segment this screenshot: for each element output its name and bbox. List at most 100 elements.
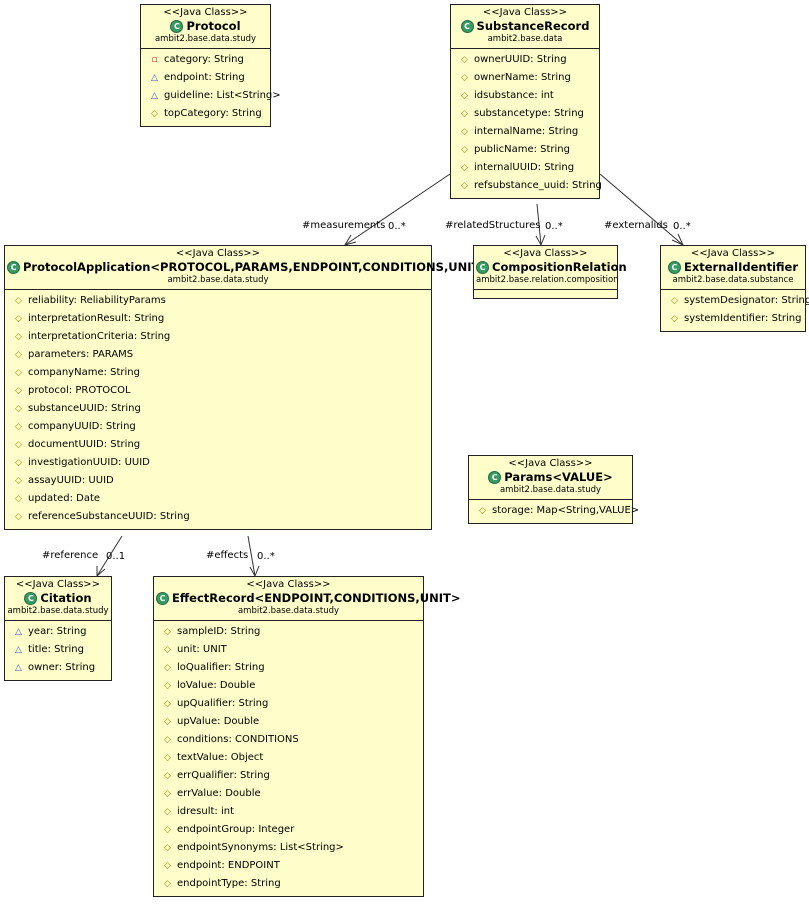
field-row[interactable]: ◇ownerName: String <box>451 69 599 87</box>
field-row[interactable]: ◇publicName: String <box>451 141 599 159</box>
field-row[interactable]: ◇protocol: PROTOCOL <box>5 382 431 400</box>
field-row[interactable]: ◇updated: Date <box>5 490 431 508</box>
field-text: companyName: String <box>28 367 140 378</box>
field-row[interactable]: ◇textValue: Object <box>154 749 423 767</box>
field-row[interactable]: ◇internalName: String <box>451 123 599 141</box>
field-text: upValue: Double <box>177 716 260 727</box>
field-row[interactable]: ◇endpoint: ENDPOINT <box>154 857 423 875</box>
field-row[interactable]: △endpoint: String <box>141 69 270 87</box>
field-text: internalName: String <box>474 126 579 137</box>
field-row[interactable]: ◇systemIdentifier: String <box>661 310 805 328</box>
package-visibility-icon: ◇ <box>461 73 468 83</box>
field-row[interactable]: △ title: String <box>5 641 111 659</box>
field-row[interactable]: ▫category: String <box>141 51 270 69</box>
field-row[interactable]: ◇interpretationCriteria: String <box>5 328 431 346</box>
field-row[interactable]: ◇errQualifier: String <box>154 767 423 785</box>
field-row[interactable]: △owner: String <box>5 659 111 677</box>
field-text: guideline: List<String> <box>164 90 281 101</box>
field-row[interactable]: ◇unit: UNIT <box>154 641 423 659</box>
field-row[interactable]: ◇companyName: String <box>5 364 431 382</box>
package-visibility-icon: ◇ <box>15 350 22 360</box>
package-visibility-icon: ◇ <box>164 807 171 817</box>
class-name-text: SubstanceRecord <box>476 19 590 33</box>
field-text: errValue: Double <box>177 788 261 799</box>
field-row[interactable]: ◇ endpointType: String <box>154 875 423 893</box>
field-row[interactable]: △year: String <box>5 623 111 641</box>
field-row[interactable]: ◇substancetype: String <box>451 105 599 123</box>
field-text: endpoint: ENDPOINT <box>177 860 280 871</box>
field-row[interactable]: ◇endpointGroup: Integer <box>154 821 423 839</box>
stereotype: <<Java Class>> <box>175 248 261 259</box>
field-text: title: String <box>28 644 84 655</box>
field-text: year: String <box>28 626 87 637</box>
field-row[interactable]: ◇systemDesignator: String <box>661 292 809 310</box>
package-visibility-icon: ◇ <box>461 91 468 101</box>
field-row[interactable]: ◇loQualifier: String <box>154 659 423 677</box>
field-row[interactable]: ◇investigationUUID: UUID <box>5 454 431 472</box>
field-row[interactable]: ◇internalUUID: String <box>451 159 599 177</box>
field-text: storage: Map<String,VALUE> <box>492 505 640 516</box>
field-row[interactable]: ◇upValue: Double <box>154 713 423 731</box>
field-text: substanceUUID: String <box>28 403 141 414</box>
class-package: ambit2.base.relation.composition <box>476 275 619 285</box>
field-text: updated: Date <box>28 493 101 504</box>
package-visibility-icon: ◇ <box>151 109 158 119</box>
field-row[interactable]: ◇storage: Map<String,VALUE> <box>469 502 639 520</box>
package-visibility-icon: ◇ <box>164 879 171 889</box>
package-visibility-icon: ◇ <box>461 163 468 173</box>
field-row[interactable]: ◇ parameters: PARAMS <box>5 346 431 364</box>
protected-visibility-icon: △ <box>15 645 22 655</box>
field-row[interactable]: ◇refsubstance_uuid: String <box>451 177 602 195</box>
field-list <box>474 290 617 298</box>
field-row[interactable]: ◇topCategory: String <box>141 105 270 123</box>
field-text: loValue: Double <box>177 680 256 691</box>
field-text: parameters: PARAMS <box>28 349 134 360</box>
field-text: assayUUID: UUID <box>28 475 114 486</box>
package-visibility-icon: ◇ <box>15 332 22 342</box>
package-visibility-icon: ◇ <box>15 422 22 432</box>
class-icon: C <box>476 261 489 274</box>
field-text: endpointType: String <box>177 878 281 889</box>
field-row[interactable]: ◇assayUUID: UUID <box>5 472 431 490</box>
stereotype: <<Java Class>> <box>246 579 331 590</box>
field-row[interactable]: ◇sampleID: String <box>154 623 423 641</box>
field-row[interactable]: ◇documentUUID: String <box>5 436 431 454</box>
field-row[interactable]: ◇errValue: Double <box>154 785 423 803</box>
class-package: ambit2.base.data.study <box>154 34 257 44</box>
field-row[interactable]: ◇ loValue: Double <box>154 677 423 695</box>
package-visibility-icon: ◇ <box>164 681 171 691</box>
field-row[interactable]: ◇reliability: ReliabilityParams <box>5 292 431 310</box>
package-visibility-icon: ◇ <box>164 825 171 835</box>
field-row[interactable]: ◇endpointSynonyms: List<String> <box>154 839 423 857</box>
protected-visibility-icon: △ <box>151 91 158 101</box>
field-row[interactable]: ◇companyUUID: String <box>5 418 431 436</box>
field-row[interactable]: ◇interpretationResult: String <box>5 310 431 328</box>
field-text: reliability: ReliabilityParams <box>28 295 166 306</box>
field-row[interactable]: ◇upQualifier: String <box>154 695 423 713</box>
field-row[interactable]: ◇ownerUUID: String <box>451 51 599 69</box>
field-text: protocol: PROTOCOL <box>28 385 131 396</box>
field-row[interactable]: ◇substanceUUID: String <box>5 400 431 418</box>
field-row[interactable]: ◇conditions: CONDITIONS <box>154 731 423 749</box>
package-visibility-icon: ◇ <box>15 512 22 522</box>
field-row[interactable]: ◇ idresult: int <box>154 803 423 821</box>
field-row[interactable]: △ guideline: List<String> <box>141 87 281 105</box>
field-row[interactable]: ◇idsubstance: int <box>451 87 599 105</box>
package-visibility-icon: ◇ <box>461 109 468 119</box>
class-package: ambit2.base.data.study <box>237 606 340 616</box>
package-visibility-icon: ◇ <box>15 440 22 450</box>
field-row[interactable]: ◇referenceSubstanceUUID: String <box>5 508 431 526</box>
package-visibility-icon: ◇ <box>15 314 22 324</box>
field-text: idresult: int <box>177 806 235 817</box>
